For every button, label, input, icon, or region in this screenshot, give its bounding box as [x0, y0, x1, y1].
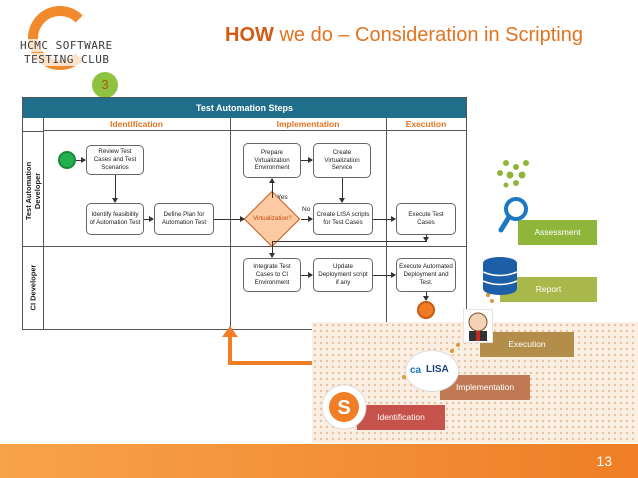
- arrow-integrate-update: [301, 272, 313, 278]
- arrow-exec-end: [423, 292, 429, 301]
- arrow-start-review: [76, 157, 86, 163]
- page-number: 13: [596, 453, 612, 469]
- arrow-create-lisa: [339, 178, 345, 203]
- club-logo: HCMC SOFTWARE TESTING CLUB 3: [10, 6, 140, 98]
- magnifier-icon: [498, 197, 528, 233]
- yes-label: Yes: [277, 194, 288, 201]
- arrow-decision-prepare: [269, 178, 275, 198]
- diagram-header: Test Automation Steps: [23, 98, 466, 118]
- arrow-review-identify: [112, 175, 118, 203]
- box-execute: Execute Test Cases: [396, 203, 456, 235]
- box-create-virtualization: Create Virtualization Service: [313, 143, 371, 178]
- box-update: Update Deployment script if any: [313, 258, 373, 292]
- phase-divider-1: [230, 118, 231, 330]
- phase-execution: Execution: [386, 118, 466, 131]
- step-execution: Execution: [480, 332, 574, 357]
- phase-divider-2: [386, 118, 387, 330]
- box-prepare: Prepare Virtualization Environment: [243, 143, 301, 178]
- swimlane-diagram: Test Automation Steps Identification Imp…: [22, 97, 467, 330]
- arrow-lisa-execute: [373, 216, 396, 222]
- arrow-to-integrate: [269, 241, 275, 258]
- role-divider: [43, 118, 44, 330]
- logo-line-1: HCMC SOFTWARE: [20, 39, 113, 52]
- corner-line: [23, 131, 43, 132]
- ca-lisa-logo: ca LISA: [405, 350, 459, 392]
- box-integrate: Integrate Test Cases to CI Environment: [243, 258, 301, 292]
- arrow-plan-decision: [214, 216, 245, 222]
- slide-title: HOW we do – Consideration in Scripting: [225, 24, 583, 47]
- role-test-automation-developer: Test Automation Developer: [24, 161, 42, 221]
- box-exec-auto: Execute Automated Deployment and Test.: [396, 258, 456, 292]
- phase-identification: Identification: [43, 118, 230, 131]
- footer-bar: [0, 444, 638, 478]
- title-rest: we do – Consideration in Scripting: [273, 24, 583, 46]
- step-assessment: Assessment: [518, 220, 597, 245]
- ca-label: ca: [410, 365, 422, 376]
- jenkins-icon: [463, 309, 493, 343]
- step-identification: Identification: [357, 405, 445, 430]
- start-node: [58, 151, 76, 169]
- svg-text:S: S: [337, 397, 350, 419]
- lane-divider: [23, 246, 466, 247]
- box-review: Review Test Cases and Test Scenarios: [86, 145, 144, 175]
- arrow-identify-plan: [144, 216, 154, 222]
- arrow-execute-down: [423, 235, 429, 242]
- s-logo-icon: S: [321, 384, 367, 430]
- logo-line-2: TESTING CLUB: [24, 53, 110, 66]
- box-create-lisa: Create LISA scripts for Test Cases: [313, 203, 373, 235]
- connector-line: [272, 241, 427, 242]
- arrow-decision-lisa: [301, 216, 313, 222]
- box-plan: Define Plan for Automation Test: [154, 203, 214, 235]
- arrow-update-exec: [373, 272, 396, 278]
- lisa-label: LISA: [426, 364, 449, 375]
- role-ci-developer: CI Developer: [28, 264, 38, 311]
- no-label: No: [302, 206, 311, 213]
- end-node: [417, 301, 435, 319]
- decision-label: Virtualization?: [253, 215, 292, 222]
- box-identify: Identify feasibility of Automation Test: [86, 203, 144, 235]
- phase-implementation: Implementation: [230, 118, 386, 131]
- callout-arrow: [222, 326, 315, 365]
- arrow-prepare-create: [301, 157, 313, 163]
- database-icon: [482, 257, 518, 295]
- section-badge: 3: [92, 72, 118, 98]
- title-bold: HOW: [225, 24, 274, 46]
